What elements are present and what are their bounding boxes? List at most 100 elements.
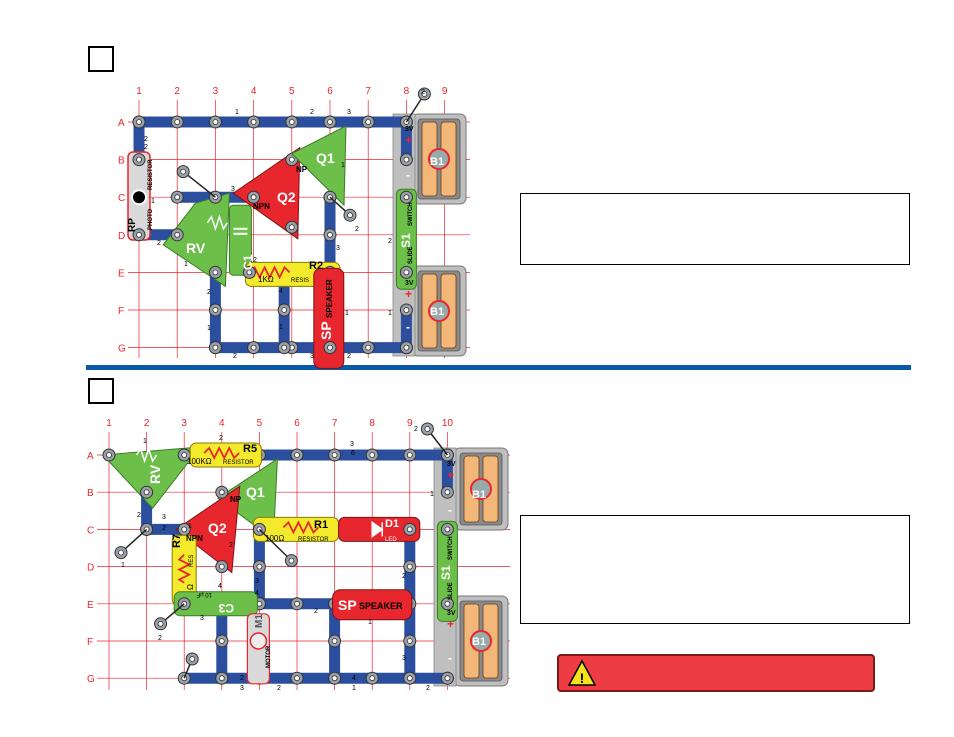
snap-number: 1 [352,685,356,692]
snap-number: 2 [277,685,281,692]
snap-center [331,675,338,682]
r7-value: Ω [186,584,195,590]
snap-center [143,489,150,496]
battery-1-bottom-label-disc [428,300,450,322]
battery-2-top-label-disc [470,478,492,500]
b1-bottom-label-2: B1 [472,636,486,648]
snap-number: 2 [233,353,237,360]
snap-number: 4 [279,288,283,295]
snap-center [294,452,300,458]
snap-number: 2 [388,238,392,245]
snap-center [189,656,196,662]
row-label: F [87,637,93,648]
row-label: B [118,156,125,167]
c3-value: 10 μF [196,591,212,597]
snap-number: 1 [184,261,188,268]
battery-2-bottom-label-disc [470,630,492,652]
col-label: 3 [213,86,219,97]
snap-center [288,224,295,231]
r5-sub: RESISTOR [223,460,254,466]
potentiometer-rv-2 [101,446,202,509]
volt-top-1: 3V [405,126,414,133]
speaker-sp-2 [332,589,413,621]
snap-number: 1 [341,162,345,169]
row-label: D [118,231,125,242]
snap-center [406,452,413,458]
snap-center [157,620,164,627]
snap-number: 2 [240,675,244,682]
snap-center [136,156,142,163]
snap-center [106,452,112,458]
snap-center [250,194,257,201]
q1-label-1: Q1 [316,150,335,166]
snap-number: 1 [235,109,239,116]
snap-number: 2 [253,257,257,264]
col-label: 1 [106,418,112,429]
m1-sub: MOTOR [266,645,272,668]
col-label: 4 [251,86,257,97]
col-label: 1 [136,86,142,97]
snap-center [212,344,219,351]
b1-top-label-1: B1 [430,156,444,168]
snap-number: 3 [402,655,406,662]
snap-center [281,307,288,313]
snap-number: 1 [151,198,155,205]
speaker-sp [313,267,345,369]
s1-label-1: S1 [399,233,413,248]
snap-center [403,307,410,313]
snap-center [118,549,124,556]
r7-sub: RES [189,555,195,567]
rp-label: RP [127,218,138,232]
snap-number: 1 [430,491,434,498]
snap-number: 1 [279,324,283,331]
capacitor-c1 [228,204,252,276]
s1-sub2-2: SWITCH [448,536,454,560]
row-label: A [87,451,94,462]
col-label: 5 [289,86,295,97]
snap-center [174,194,181,201]
snap-center [288,156,295,163]
snap-number: 2 [229,542,233,549]
snap-center [369,675,376,682]
snap-center [246,269,253,276]
snap-center [256,563,263,570]
col-label: 8 [404,86,410,97]
q2-label-1: Q2 [277,189,296,205]
row-label: G [87,674,95,685]
motor-icon [249,632,268,650]
sp-label-2: SP [338,597,357,613]
snap-number: 2 [162,525,166,532]
snap-center [212,119,219,125]
snap-center [218,489,225,496]
r2-label: R2 [309,260,323,272]
b1-top-label-2: B1 [472,489,486,501]
snap-number: 2 [347,353,351,360]
plus-bottom-1: + [405,287,412,301]
snap-number: 3 [231,186,235,193]
row-label: D [87,563,94,574]
col-label: 9 [442,86,448,97]
labels: RV RP PHOTO RESISTOR Q2 NPN Q1 NP C1 R2 … [127,126,486,668]
step-box-2 [88,378,114,404]
snap-number: 2 [414,426,418,433]
snap-center [365,344,372,351]
q2-type-1: NPN [253,202,270,211]
slide-switch-s1 [395,188,417,290]
row-label: E [87,600,94,611]
col-label: 6 [327,86,333,97]
q1-label-2: Q1 [246,484,265,500]
col-label: 2 [144,418,150,429]
col-label: 7 [332,418,338,429]
snap-center [365,119,372,125]
snap-center [294,600,300,607]
svg-text:!: ! [580,670,585,686]
snap-number: 3 [162,514,166,521]
snap-center [331,452,338,458]
row-label: C [87,525,94,536]
snap-number: 2 [426,685,430,692]
snap-center [218,563,225,570]
b1-bottom-label-1: B1 [430,306,444,318]
snap-number: 2 [314,608,318,615]
col-label: 10 [442,418,454,429]
